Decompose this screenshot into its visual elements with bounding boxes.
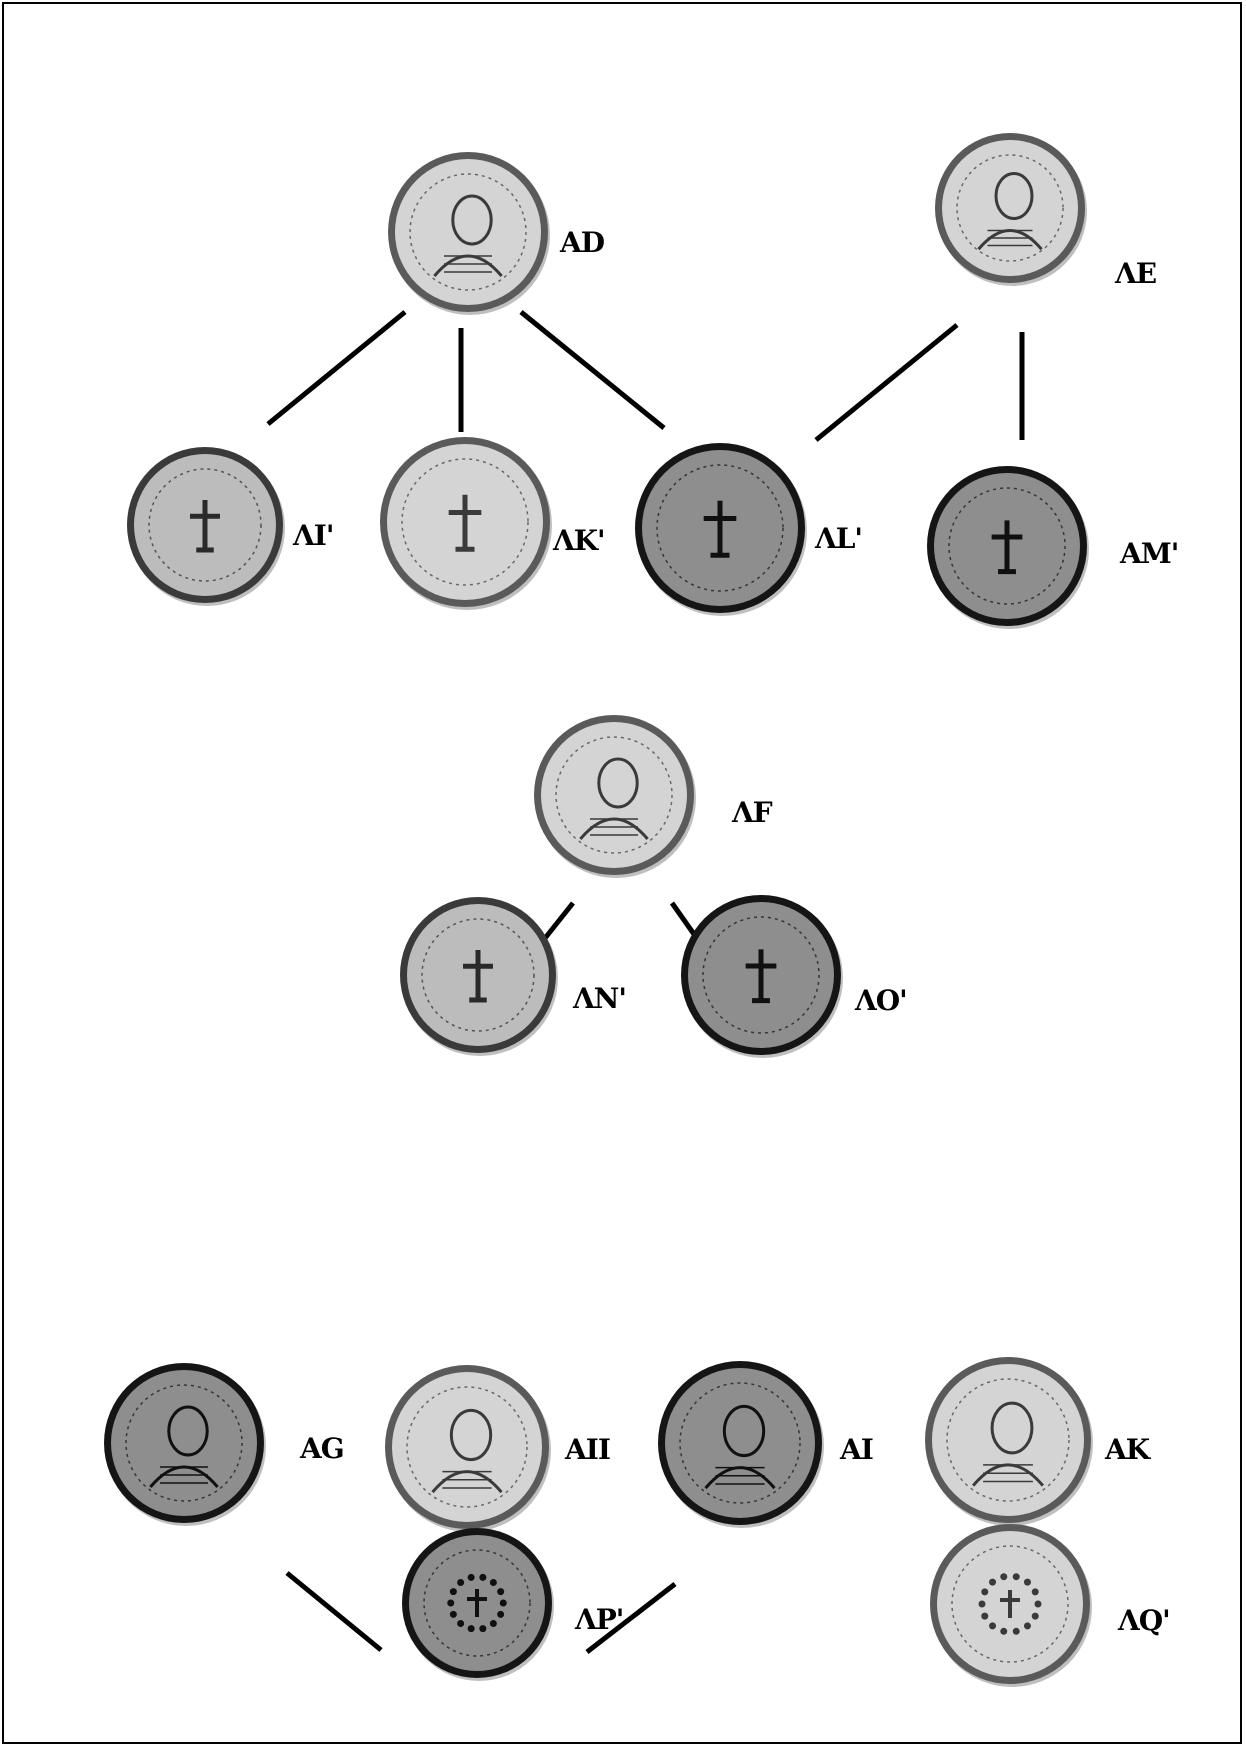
coin-AE: ΛE bbox=[935, 133, 1156, 290]
pellet-icon bbox=[468, 1574, 475, 1581]
pellet-icon bbox=[1013, 1628, 1020, 1635]
pellet-icon bbox=[1032, 1588, 1039, 1595]
coin-face bbox=[111, 1370, 257, 1516]
pellet-icon bbox=[1000, 1573, 1007, 1580]
pellet-icon bbox=[479, 1574, 486, 1581]
pellet-icon bbox=[1035, 1601, 1042, 1608]
coin-label: ΛK' bbox=[552, 524, 605, 557]
pellet-icon bbox=[479, 1625, 486, 1632]
coin-AQ-prime: ΛQ' bbox=[930, 1524, 1170, 1687]
pellet-icon bbox=[1024, 1622, 1031, 1629]
pellet-icon bbox=[450, 1588, 457, 1595]
coin-label: ΛI' bbox=[292, 519, 333, 552]
coin-AG: AG bbox=[104, 1363, 344, 1526]
coin-AK: AK bbox=[925, 1357, 1152, 1526]
link-AD-AL' bbox=[521, 312, 664, 428]
link-AD-AI' bbox=[268, 312, 405, 424]
pellet-icon bbox=[447, 1600, 454, 1607]
coin-nodes: AD ΛE ΛI' ΛK' ΛL' AM' ΛF ΛN' ΛO' AG AII AI AK ΛP' ΛQ' bbox=[104, 133, 1178, 1687]
pellet-icon bbox=[981, 1588, 988, 1595]
link-AG-AP' bbox=[287, 1573, 381, 1650]
pellet-icon bbox=[989, 1622, 996, 1629]
coin-AP-prime: ΛP' bbox=[402, 1528, 623, 1681]
coin-label: AI bbox=[839, 1433, 873, 1466]
coin-label: AM' bbox=[1119, 537, 1178, 570]
coin-label: AD bbox=[559, 226, 605, 259]
coin-AF: ΛF bbox=[534, 715, 773, 878]
coin-AM-prime: AM' bbox=[927, 466, 1178, 629]
pellet-icon bbox=[457, 1620, 464, 1627]
pellet-icon bbox=[1024, 1579, 1031, 1586]
coin-AL-prime: ΛL' bbox=[635, 443, 862, 616]
coin-label: AII bbox=[564, 1433, 610, 1466]
pellet-icon bbox=[1000, 1628, 1007, 1635]
coin-AI-prime: ΛI' bbox=[127, 447, 333, 606]
coin-face bbox=[942, 140, 1078, 276]
coin-label: ΛL' bbox=[814, 522, 862, 555]
coin-label: ΛF bbox=[731, 796, 773, 829]
coin-AN-prime: ΛN' bbox=[400, 897, 626, 1056]
pellet-icon bbox=[1013, 1573, 1020, 1580]
pellet-icon bbox=[450, 1611, 457, 1618]
coin-face bbox=[541, 722, 687, 868]
coin-face bbox=[392, 1372, 542, 1522]
pellet-icon bbox=[1032, 1613, 1039, 1620]
pellet-icon bbox=[979, 1601, 986, 1608]
pellet-icon bbox=[500, 1600, 507, 1607]
coin-label: ΛP' bbox=[574, 1603, 623, 1636]
link-AE-AL' bbox=[816, 325, 957, 440]
coin-AO-prime: ΛO' bbox=[681, 895, 907, 1058]
coin-label: ΛQ' bbox=[1117, 1604, 1170, 1637]
coin-label: ΛE bbox=[1114, 257, 1156, 290]
pellet-icon bbox=[497, 1611, 504, 1618]
pellet-icon bbox=[490, 1620, 497, 1627]
pellet-icon bbox=[981, 1613, 988, 1620]
coin-face bbox=[395, 159, 541, 305]
coin-label: AG bbox=[299, 1432, 344, 1465]
coin-label: ΛO' bbox=[854, 984, 907, 1017]
pellet-icon bbox=[497, 1588, 504, 1595]
coin-label: ΛN' bbox=[572, 982, 626, 1015]
pellet-icon bbox=[490, 1579, 497, 1586]
pellet-icon bbox=[468, 1625, 475, 1632]
coin-face bbox=[665, 1368, 815, 1518]
pellet-icon bbox=[989, 1579, 996, 1586]
coin-AD: AD bbox=[388, 152, 605, 315]
coin-AK-prime: ΛK' bbox=[380, 437, 605, 610]
coin-label: AK bbox=[1104, 1433, 1152, 1466]
coin-AI: AI bbox=[658, 1361, 873, 1528]
pellet-icon bbox=[457, 1579, 464, 1586]
coin-face bbox=[932, 1364, 1084, 1516]
coin-AH: AII bbox=[385, 1365, 610, 1532]
